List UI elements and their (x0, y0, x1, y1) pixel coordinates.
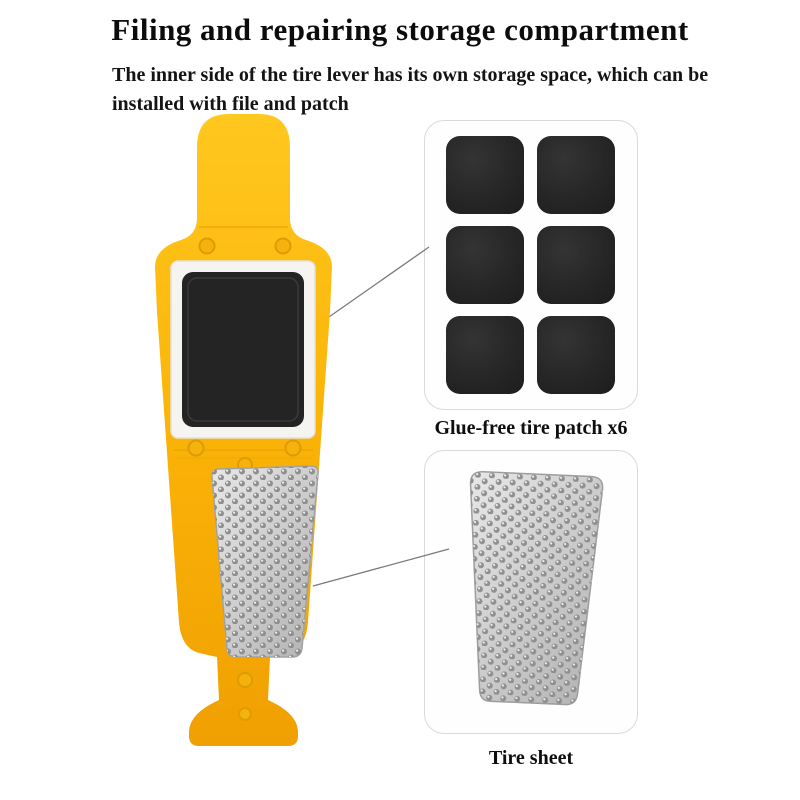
patch-pad-texture (187, 277, 299, 422)
page-title: Filing and repairing storage compartment (111, 12, 689, 47)
patch-card (424, 120, 638, 410)
sheet-card (424, 450, 638, 734)
rivet-icon (187, 439, 205, 457)
rivet-icon (237, 672, 253, 688)
tire-patch-swatch (446, 136, 524, 214)
tire-patch-swatch (537, 316, 615, 394)
rivet-icon (198, 237, 216, 255)
rivet-icons (187, 237, 302, 721)
rivet-icon (284, 439, 302, 457)
tire-lever-illustration (155, 114, 332, 746)
patch-caption: Glue-free tire patch x6 (434, 417, 628, 439)
file-surface (211, 465, 319, 658)
tire-patch-swatch (537, 136, 615, 214)
patch-black-pad (182, 272, 304, 427)
tire-patch-swatch (446, 226, 524, 304)
tire-patch-swatch (537, 226, 615, 304)
page-subtitle: The inner side of the tire lever has its… (112, 64, 709, 115)
patch-compartment (170, 260, 316, 439)
rivet-icon (238, 707, 252, 721)
rivet-icon (237, 457, 253, 473)
tire-patch-swatch (446, 316, 524, 394)
rivet-icon (274, 237, 292, 255)
connector-line-patch (305, 246, 430, 334)
sheet-caption: Tire sheet (488, 747, 574, 769)
lever-body (155, 114, 332, 746)
